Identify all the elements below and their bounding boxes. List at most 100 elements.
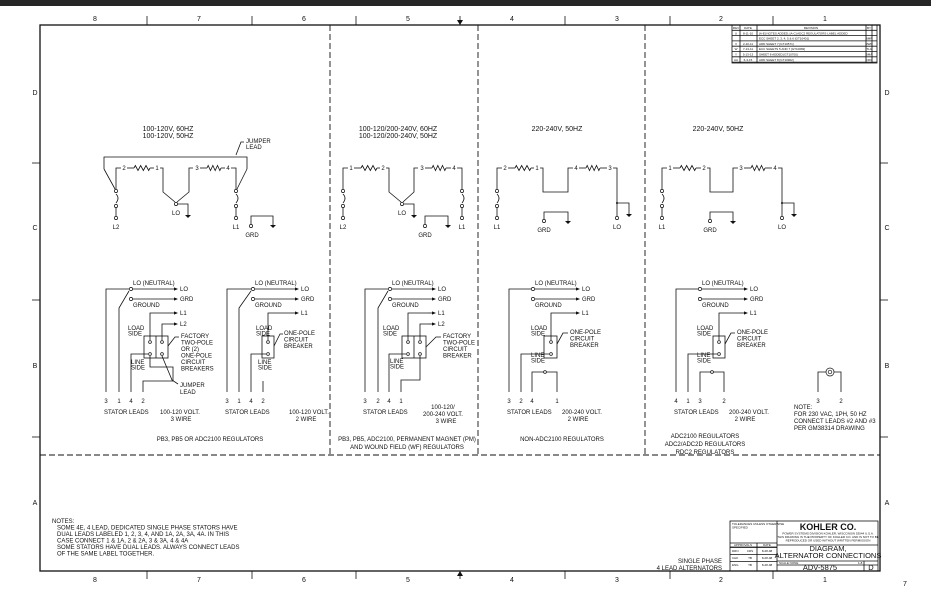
terminal (660, 189, 664, 193)
breaker-label: CIRCUIT (181, 360, 206, 366)
wire (543, 211, 569, 219)
wire (402, 167, 418, 203)
neutral-label: LO (NEUTRAL) (392, 281, 434, 287)
load-side-label: SIDE (697, 332, 711, 338)
voltage-label: 200-240 VOLT. (562, 410, 602, 416)
wire (250, 215, 274, 224)
terminal-label: GRD (703, 228, 717, 234)
line-side-label: LINE (697, 353, 710, 359)
terminal (698, 297, 702, 301)
zone-label-bottom: 2 (719, 577, 723, 584)
output-label: L1 (582, 311, 589, 317)
terminal-label: L2 (340, 225, 347, 231)
wire (250, 353, 266, 392)
zone-label-top: 6 (302, 16, 306, 23)
revision-cell: Y (735, 53, 737, 57)
breaker-label: BREAKER (737, 343, 766, 349)
stator-lead-number: 3 (225, 399, 229, 405)
lead-number: 2 (702, 166, 706, 172)
tolerance-note: TOLERANCES UNLESS OTHERWISE (732, 522, 784, 526)
line-side-label: SIDE (531, 359, 545, 365)
resistor-icon (431, 164, 447, 172)
company-address: POWER SYSTEMS DIVISION KOHLER, WISCONSIN… (782, 532, 874, 536)
resistor-icon (206, 164, 222, 172)
terminal (234, 216, 238, 220)
output-label: GRD (180, 297, 194, 303)
breaker-terminal (418, 352, 422, 356)
stator-lead-number: 3 (507, 399, 511, 405)
wire (687, 353, 717, 392)
stator-leads-label: STATOR LEADS (507, 410, 552, 416)
lead-number: 3 (739, 166, 743, 172)
line-side-label: LINE (131, 360, 144, 366)
lead-number: 4 (226, 166, 230, 172)
zone-label-bottom: 1 (823, 577, 827, 584)
drawing-number: ADV-5875 (803, 563, 837, 572)
resistor-icon (750, 164, 766, 172)
voltage-label: 2 WIRE (296, 417, 317, 423)
notes-line: OF THE SAME LABEL TOGETHER. (57, 552, 154, 558)
zone-label-top: 4 (510, 16, 514, 23)
line-side-label: LINE (531, 353, 544, 359)
drawing-subtitle: SINGLE PHASE (678, 559, 722, 565)
approval-date: 8-28-98 (762, 549, 773, 553)
wire (160, 167, 176, 203)
wire (709, 211, 734, 219)
approval-date: 8-28-98 (762, 563, 773, 567)
arrow-icon (174, 311, 178, 315)
load-side-label: SIDE (531, 332, 545, 338)
output-label: L1 (438, 311, 445, 317)
side-note: FOR 230 VAC, 1PH, 50 HZ (794, 412, 867, 418)
splice-terminal (710, 370, 714, 374)
terminal (542, 219, 546, 223)
company-name: KOHLER CO. (800, 522, 857, 532)
arrow-icon (744, 287, 748, 291)
output-label: GRD (750, 297, 764, 303)
lead-number: 4 (574, 166, 578, 172)
voltage-label: 3 WIRE (436, 419, 457, 425)
arrow-icon (295, 287, 299, 291)
sheet-label: 1-8 (858, 561, 863, 565)
wire (520, 353, 549, 392)
load-side-label: SIDE (128, 332, 142, 338)
revision-cell: 6-3-15 (744, 58, 753, 62)
diagram-title: 220-240V, 50HZ (693, 126, 744, 133)
load-side-label: LOAD (531, 326, 548, 332)
callout: LEAD (180, 390, 196, 396)
output-label: L2 (180, 322, 187, 328)
wire (782, 202, 795, 211)
load-side-label: LOAD (128, 326, 145, 332)
terminal-label: LO (172, 211, 180, 217)
lead-number: 4 (773, 166, 777, 172)
revision-cell: U (735, 31, 737, 35)
ground-icon (411, 215, 417, 218)
output-label: L1 (750, 311, 757, 317)
terminal (780, 216, 784, 220)
breaker-label: CIRCUIT (443, 347, 468, 353)
stator-lead-number: 4 (249, 399, 253, 405)
terminal (708, 219, 712, 223)
breaker-label: CIRCUIT (570, 337, 595, 343)
leader-line (556, 332, 568, 345)
voltage-label: 100-120 VOLT. (160, 410, 200, 416)
resistor-icon (514, 164, 532, 172)
regulator-label: RDC2 REGULATORS (676, 450, 735, 456)
terminal-label: L2 (113, 225, 120, 231)
lead-number: 2 (122, 166, 126, 172)
revision-cell: ADD SHEET 7 [GT10571] (759, 42, 794, 46)
breaker-label: TWO-POLE (181, 341, 213, 347)
output-label: L1 (180, 311, 187, 317)
terminal-label: GRD (537, 228, 551, 234)
notes-line: DUAL LEADS LABELED 1, 2, 3, 4, AND 1A, 2… (57, 532, 229, 538)
diagram-title: 100-120/200-240V, 50HZ (359, 133, 438, 140)
terminal (174, 202, 178, 206)
ground-label: GROUND (255, 303, 282, 309)
stator-lead-number: 2 (839, 399, 843, 405)
diagram-title: 100-120V, 50HZ (143, 133, 194, 140)
notes-heading: NOTES: (52, 519, 75, 525)
breaker-label: FACTORY (443, 334, 471, 340)
zone-label-right: D (884, 90, 889, 97)
output-label: L2 (438, 322, 445, 328)
terminal (531, 287, 535, 291)
